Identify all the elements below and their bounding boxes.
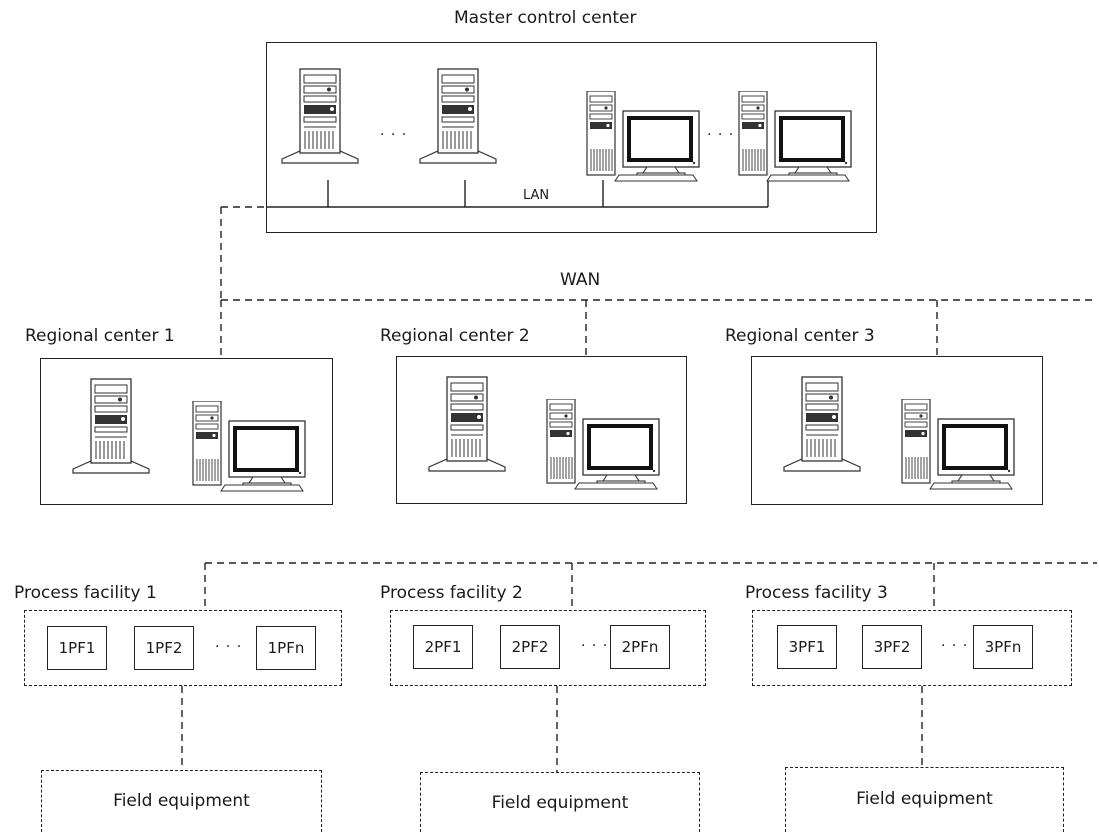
pf-item: 1PF2 [134, 626, 194, 670]
server-tower-icon [72, 378, 150, 474]
lan-label: LAN [523, 188, 550, 203]
regional-center-1-box [40, 358, 333, 505]
process-facility-2-label: Process facility 2 [380, 583, 523, 603]
process-facility-3-label: Process facility 3 [745, 583, 888, 603]
pf-item: 2PF1 [413, 625, 473, 669]
pf-ellipsis: · · · [941, 638, 969, 654]
field-equipment-3-box: Field equipment [785, 767, 1064, 832]
server-tower-icon [783, 376, 861, 472]
server-tower-icon [419, 68, 497, 164]
field-equipment-label: Field equipment [491, 793, 629, 813]
regional-center-1-label: Regional center 1 [25, 326, 175, 346]
workstation-icon [737, 91, 853, 183]
pf-ellipsis: · · · [215, 639, 243, 655]
field-equipment-2-box: Field equipment [420, 772, 700, 832]
process-facility-1-box: 1PF1 1PF2 · · · 1PFn [24, 610, 342, 686]
workstation-icon [191, 401, 307, 493]
master-control-center-box: · · · · · · LAN [266, 42, 877, 233]
master-control-center-label: Master control center [454, 8, 637, 28]
wan-label: WAN [560, 270, 601, 290]
regional-center-3-label: Regional center 3 [725, 326, 875, 346]
workstation-ellipsis: · · · [707, 127, 735, 143]
server-ellipsis: · · · [380, 127, 408, 143]
pf-item: 2PFn [610, 625, 670, 669]
field-equipment-1-box: Field equipment [41, 770, 322, 832]
pf-item: 3PF1 [777, 625, 837, 669]
pf-item: 2PF2 [500, 625, 560, 669]
regional-center-3-box [751, 356, 1043, 505]
pf-item: 3PF2 [862, 625, 922, 669]
process-facility-1-label: Process facility 1 [14, 583, 157, 603]
pf-item: 1PFn [256, 626, 316, 670]
regional-center-2-label: Regional center 2 [380, 326, 530, 346]
field-equipment-label: Field equipment [113, 791, 250, 811]
pf-item: 1PF1 [47, 626, 107, 670]
process-facility-2-box: 2PF1 2PF2 · · · 2PFn [390, 610, 706, 686]
process-facility-3-box: 3PF1 3PF2 · · · 3PFn [752, 610, 1072, 686]
server-tower-icon [428, 376, 506, 472]
regional-center-2-box [396, 356, 687, 504]
server-tower-icon [281, 68, 359, 164]
workstation-icon [545, 399, 661, 491]
pf-item: 3PFn [973, 625, 1033, 669]
pf-ellipsis: · · · [581, 638, 609, 654]
workstation-icon [900, 399, 1016, 491]
workstation-icon [585, 91, 701, 183]
field-equipment-label: Field equipment [856, 789, 993, 809]
